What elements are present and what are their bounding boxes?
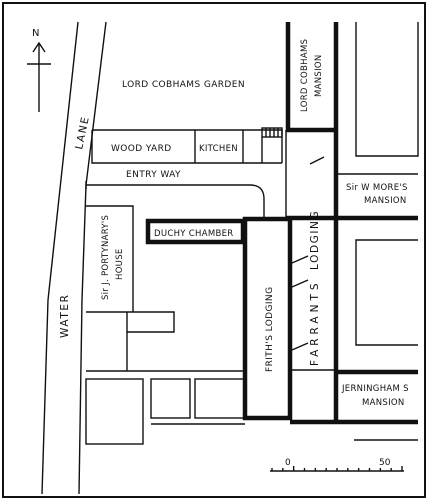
cobham-mansion-label-line1: LORD COBHAMS [300, 39, 310, 112]
jerningham-mansion-label-line1: JERNINGHAM S [341, 384, 409, 394]
jerningham-mansion-label-line2: MANSION [362, 398, 405, 408]
scale-start-label: 0 [285, 458, 291, 468]
lane-label: LANE [73, 115, 92, 151]
wood-yard-label: WOOD YARD [111, 144, 172, 154]
east-block-upper [355, 22, 419, 157]
lodging-label: LODGING [309, 210, 321, 270]
kitchen-label: KITCHEN [199, 144, 238, 154]
wood-yard-block [91, 129, 283, 164]
stairs-icon [261, 127, 283, 138]
water-lane-east-edge [78, 21, 107, 495]
entry-way-label: ENTRY WAY [126, 170, 181, 180]
gate-mark [309, 156, 325, 165]
more-mansion-label-line1: Sir W MORE'S [346, 183, 408, 193]
cobham-mansion-label-line2: MANSION [314, 54, 324, 97]
cobham-garden-label: LORD COBHAMS GARDEN [122, 80, 245, 90]
door-marks [291, 255, 309, 351]
compass-label: N [32, 28, 39, 39]
portynary-house-block [86, 205, 245, 372]
south-row-buildings [85, 378, 246, 445]
east-block-middle [355, 239, 418, 346]
entry-way-path [86, 184, 265, 218]
scale-end-label: 50 [379, 458, 391, 468]
more-mansion-label-line2: MANSION [364, 196, 407, 206]
portynary-house-label-line1: Sir J. PORTYNARY'S [101, 215, 111, 300]
water-label: WATER [59, 293, 71, 338]
north-arrow-icon [27, 41, 51, 112]
friths-lodging-label: FRITH'S LODGING [265, 287, 275, 372]
scale-bar [270, 466, 404, 472]
scale-ticks [271, 466, 403, 471]
duchy-chamber-label: DUCHY CHAMBER [154, 229, 233, 239]
portynary-house-label-line2: HOUSE [115, 248, 125, 280]
water-lane-west-edge [41, 21, 79, 495]
farrants-label: FARRANTS [309, 279, 321, 366]
